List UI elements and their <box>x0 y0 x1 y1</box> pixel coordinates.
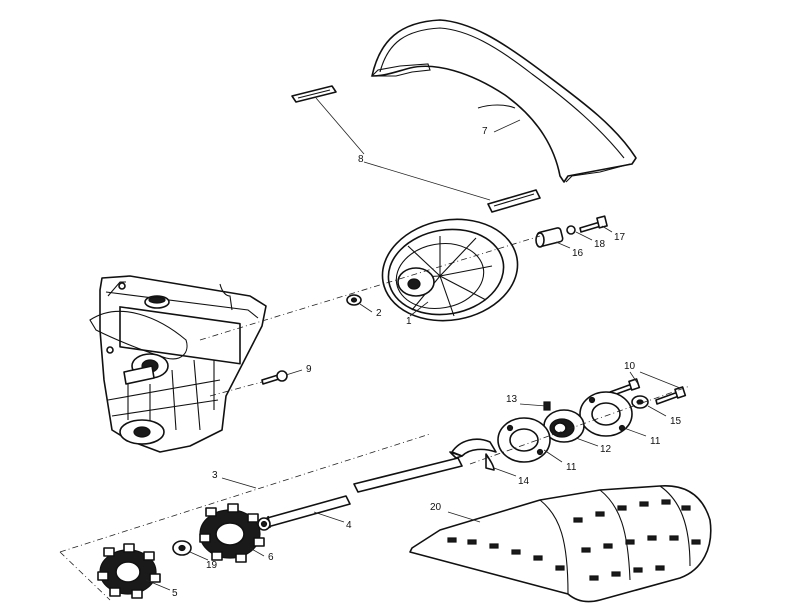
guard-clip-lower <box>487 189 541 213</box>
sprocket-washer <box>172 540 192 556</box>
axis-drive-shaft-lower <box>59 551 111 601</box>
callout-3: 3 <box>212 470 218 481</box>
drive-pulley <box>381 218 519 322</box>
callout-4: 4 <box>346 520 352 531</box>
drive-axle <box>257 457 463 531</box>
drive-sprocket-inner <box>199 503 265 563</box>
callout-15: 15 <box>670 416 682 427</box>
callout-6: 6 <box>268 552 274 563</box>
callout-12: 12 <box>600 444 612 455</box>
callout-9: 9 <box>306 364 312 375</box>
callout-10: 10 <box>624 361 636 372</box>
pulley-washer <box>346 294 362 306</box>
callout-11a: 11 <box>566 462 577 473</box>
drive-sprocket-outer <box>97 543 161 599</box>
callout-8: 8 <box>358 154 364 165</box>
callout-17: 17 <box>614 232 626 243</box>
flat-washer <box>566 225 576 235</box>
axis-bolt-9 <box>209 381 263 397</box>
callout-19: 19 <box>206 560 218 571</box>
callout-5: 5 <box>172 588 178 599</box>
callout-16: 16 <box>572 248 584 259</box>
bearing-bolt-lower <box>655 386 687 405</box>
chaincase-guard <box>370 19 637 183</box>
callout-18: 18 <box>594 239 606 250</box>
hex-bolt <box>579 215 608 233</box>
callout-11b: 11 <box>650 436 661 447</box>
callout-13: 13 <box>506 394 518 405</box>
callout-2: 2 <box>376 308 382 319</box>
retaining-half-ring <box>449 438 497 471</box>
chaincase-housing <box>89 275 267 453</box>
bearing-flange-outer <box>579 391 633 437</box>
guard-clip-upper <box>291 85 337 103</box>
leader-lines <box>145 97 681 591</box>
callout-14: 14 <box>518 476 530 487</box>
callout-7: 7 <box>482 126 488 137</box>
spacer-sleeve <box>535 227 564 248</box>
callout-20: 20 <box>430 502 442 513</box>
callout-1: 1 <box>406 316 412 327</box>
lock-washer <box>631 395 649 409</box>
bearing-flange-inner <box>497 417 551 463</box>
housing-bolt <box>261 370 288 385</box>
track <box>409 485 712 603</box>
